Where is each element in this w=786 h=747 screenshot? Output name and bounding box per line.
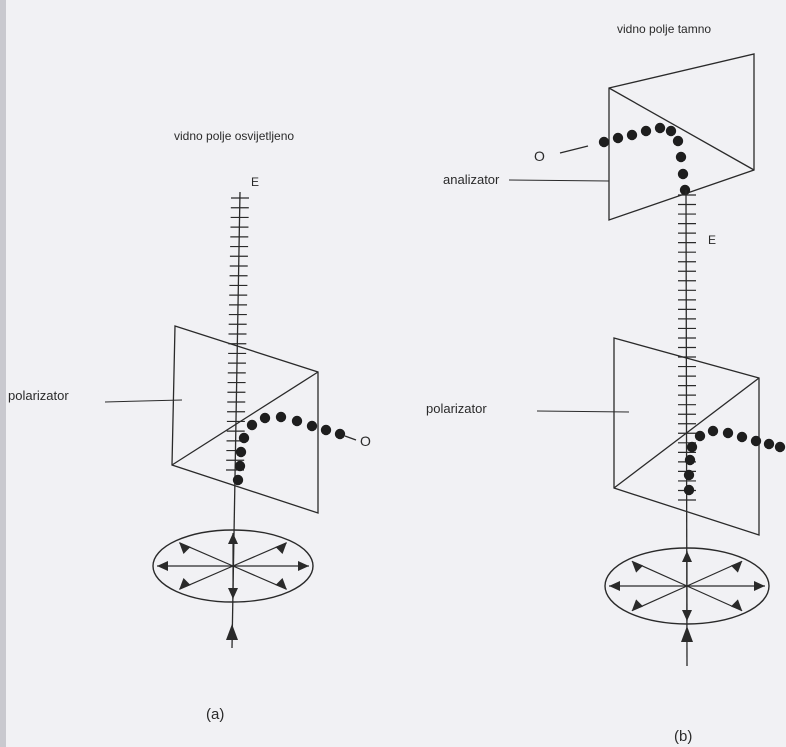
- photo-edge: [0, 0, 6, 747]
- o-ray-dot: [334, 428, 346, 440]
- o-ray-dot: [707, 425, 719, 437]
- o-ray-dot: [694, 430, 706, 442]
- o-ray-dot: [259, 412, 271, 424]
- o-ray-dot: [238, 432, 250, 444]
- o-ray-dot: [686, 441, 698, 453]
- panel-a-polarizer-prism: [171, 325, 319, 514]
- panel-a-polarizer-label: polarizator: [8, 388, 69, 403]
- panel-a-top-label: vidno polje osvijetljeno: [174, 129, 294, 143]
- panel-b-polarizer-o-ray-dots: [683, 425, 786, 496]
- panel-a-o-ray-label: O: [360, 433, 371, 449]
- panel-b-e-ray-label: E: [708, 233, 716, 247]
- panel-b-analyzer-o-ray-tail: [559, 145, 589, 154]
- panel-a-light-arrowhead: [228, 533, 238, 544]
- panel-b-light-ellipse: [604, 547, 770, 625]
- panel-a-prism-diagonal: [171, 371, 319, 466]
- o-ray-dot: [750, 435, 762, 447]
- panel-a-light-arrowhead: [157, 561, 168, 571]
- o-ray-dot: [679, 184, 691, 196]
- panel-b-prism-diagonal: [613, 377, 760, 489]
- o-ray-dot: [306, 420, 318, 432]
- panel-a-light-arrowhead: [275, 578, 287, 590]
- panel-a-e-ray-label: E: [251, 175, 259, 189]
- panel-b-light-arrowhead: [609, 581, 620, 591]
- panel-b-analyzer-label: analizator: [443, 172, 500, 187]
- panel-b-analyzer-o-ray-dots: [598, 122, 691, 196]
- o-ray-dot: [672, 135, 684, 147]
- panel-a-light-arrowhead: [275, 542, 287, 554]
- o-ray-dot: [598, 136, 610, 148]
- o-ray-dot: [275, 411, 287, 423]
- panel-a-light-arrowhead: [179, 578, 191, 590]
- o-ray-dot: [683, 484, 695, 496]
- panel-a-caption: (a): [206, 706, 224, 723]
- panel-a-light-arrowhead: [298, 561, 309, 571]
- o-ray-dot: [654, 122, 666, 134]
- panel-a: vidno polje osvijetljeno E polarizator O…: [8, 129, 371, 723]
- panel-b-top-label: vidno polje tamno: [617, 22, 711, 36]
- panel-b-light-arrowhead: [754, 581, 765, 591]
- panel-a-polarizer-pointer: [104, 399, 183, 403]
- o-ray-dot: [234, 460, 246, 472]
- o-ray-dot: [774, 441, 786, 453]
- panel-b-light-arrowhead: [631, 561, 644, 573]
- panel-b: vidno polje tamno analizator O E polariz…: [426, 22, 786, 745]
- panel-a-o-ray-tail: [344, 435, 357, 441]
- o-ray-dot: [232, 474, 244, 486]
- o-ray-dot: [626, 129, 638, 141]
- o-ray-dot: [683, 469, 695, 481]
- o-ray-dot: [722, 427, 734, 439]
- o-ray-dot: [684, 454, 696, 466]
- panel-a-o-ray-dots: [232, 411, 346, 486]
- panel-a-light-arrowhead: [228, 588, 238, 599]
- o-ray-dot: [763, 438, 775, 450]
- o-ray-dot: [612, 132, 624, 144]
- panel-b-polarizer-pointer: [536, 410, 630, 413]
- panel-a-light-ellipse: [152, 529, 314, 603]
- o-ray-dot: [246, 419, 258, 431]
- o-ray-dot: [291, 415, 303, 427]
- panel-b-analyzer-pointer: [508, 179, 610, 182]
- o-ray-dot: [675, 151, 687, 163]
- panel-b-light-arrowhead: [682, 610, 692, 621]
- o-ray-dot: [736, 431, 748, 443]
- panel-b-light-arrowhead: [730, 561, 743, 573]
- panel-b-caption: (b): [674, 728, 692, 745]
- panel-b-light-arrowhead: [730, 599, 743, 611]
- panel-b-incoming-arrow: [681, 626, 693, 642]
- o-ray-dot: [677, 168, 689, 180]
- panel-b-polarizer-prism: [613, 337, 760, 536]
- panel-a-unpolarized-light: [152, 529, 314, 603]
- panel-a-incoming-arrow: [226, 624, 238, 640]
- panel-b-light-arrowhead: [682, 551, 692, 562]
- panel-b-analyzer-diagonal: [608, 87, 755, 171]
- o-ray-dot: [320, 424, 332, 436]
- panel-b-unpolarized-light: [604, 547, 770, 625]
- panel-b-polarizer-label: polarizator: [426, 401, 487, 416]
- panel-b-light-arrowhead: [631, 599, 644, 611]
- o-ray-dot: [640, 125, 652, 137]
- panel-a-light-arrowhead: [179, 542, 191, 554]
- o-ray-dot: [665, 125, 677, 137]
- o-ray-dot: [235, 446, 247, 458]
- panel-b-analyzer-o-ray-label: O: [534, 148, 545, 164]
